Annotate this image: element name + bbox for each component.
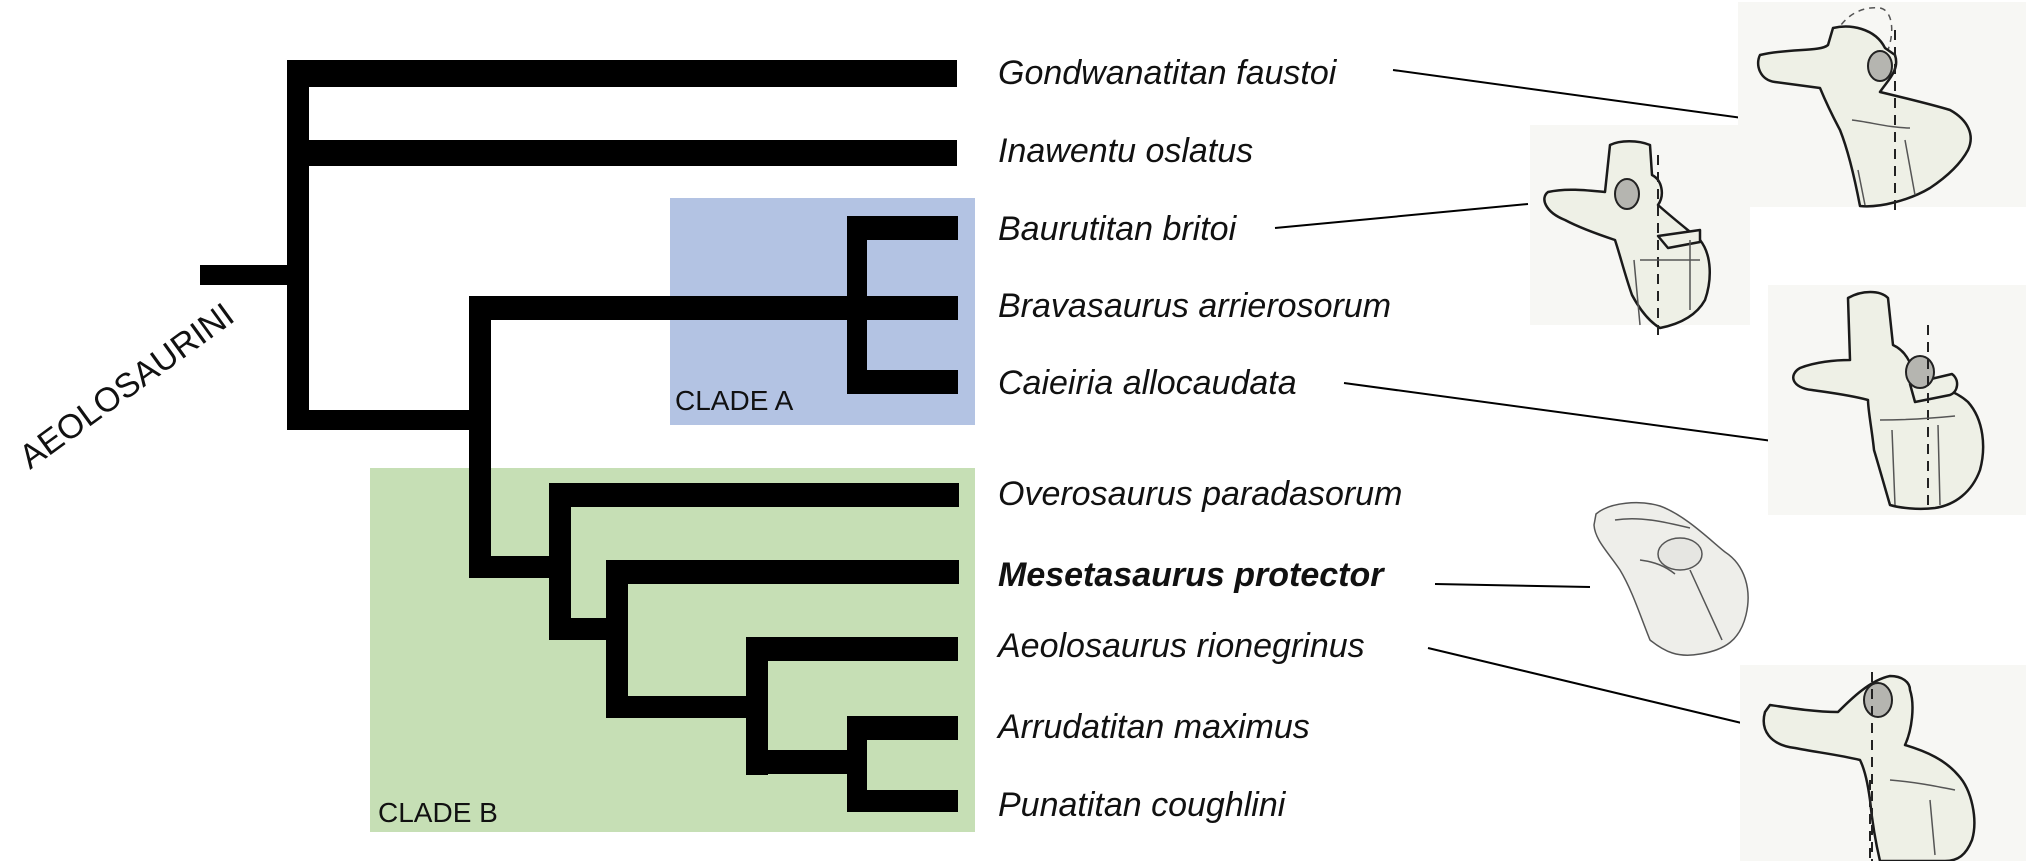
aeolosaurini-label: AEOLOSAURINI [12,296,241,477]
taxon-labels: Gondwanatitan faustoi Inawentu oslatus B… [996,54,1402,824]
caudal-vertebra-icon [1768,285,2026,515]
taxon-label: Punatitan coughlini [998,786,1287,824]
taxon-label: Mesetasaurus protector [998,556,1385,594]
taxon-label: Caieiria allocaudata [998,364,1297,402]
caudal-vertebra-icon [1738,2,2026,210]
taxon-label: Gondwanatitan faustoi [998,54,1338,92]
clade-b-label: CLADE B [378,797,498,828]
taxon-label: Arrudatitan maximus [996,708,1310,746]
caudal-vertebra-icon [1530,125,1750,335]
taxon-label: Aeolosaurus rionegrinus [996,627,1365,665]
taxon-label: Bravasaurus arrierosorum [998,287,1391,325]
caudal-vertebra-icon [1594,503,1748,656]
taxon-label: Inawentu oslatus [998,132,1253,170]
taxon-label: Overosaurus paradasorum [998,475,1402,513]
caudal-vertebra-icon [1740,665,2026,861]
taxon-label: Baurutitan britoi [998,210,1238,248]
clade-a-label: CLADE A [675,385,794,416]
